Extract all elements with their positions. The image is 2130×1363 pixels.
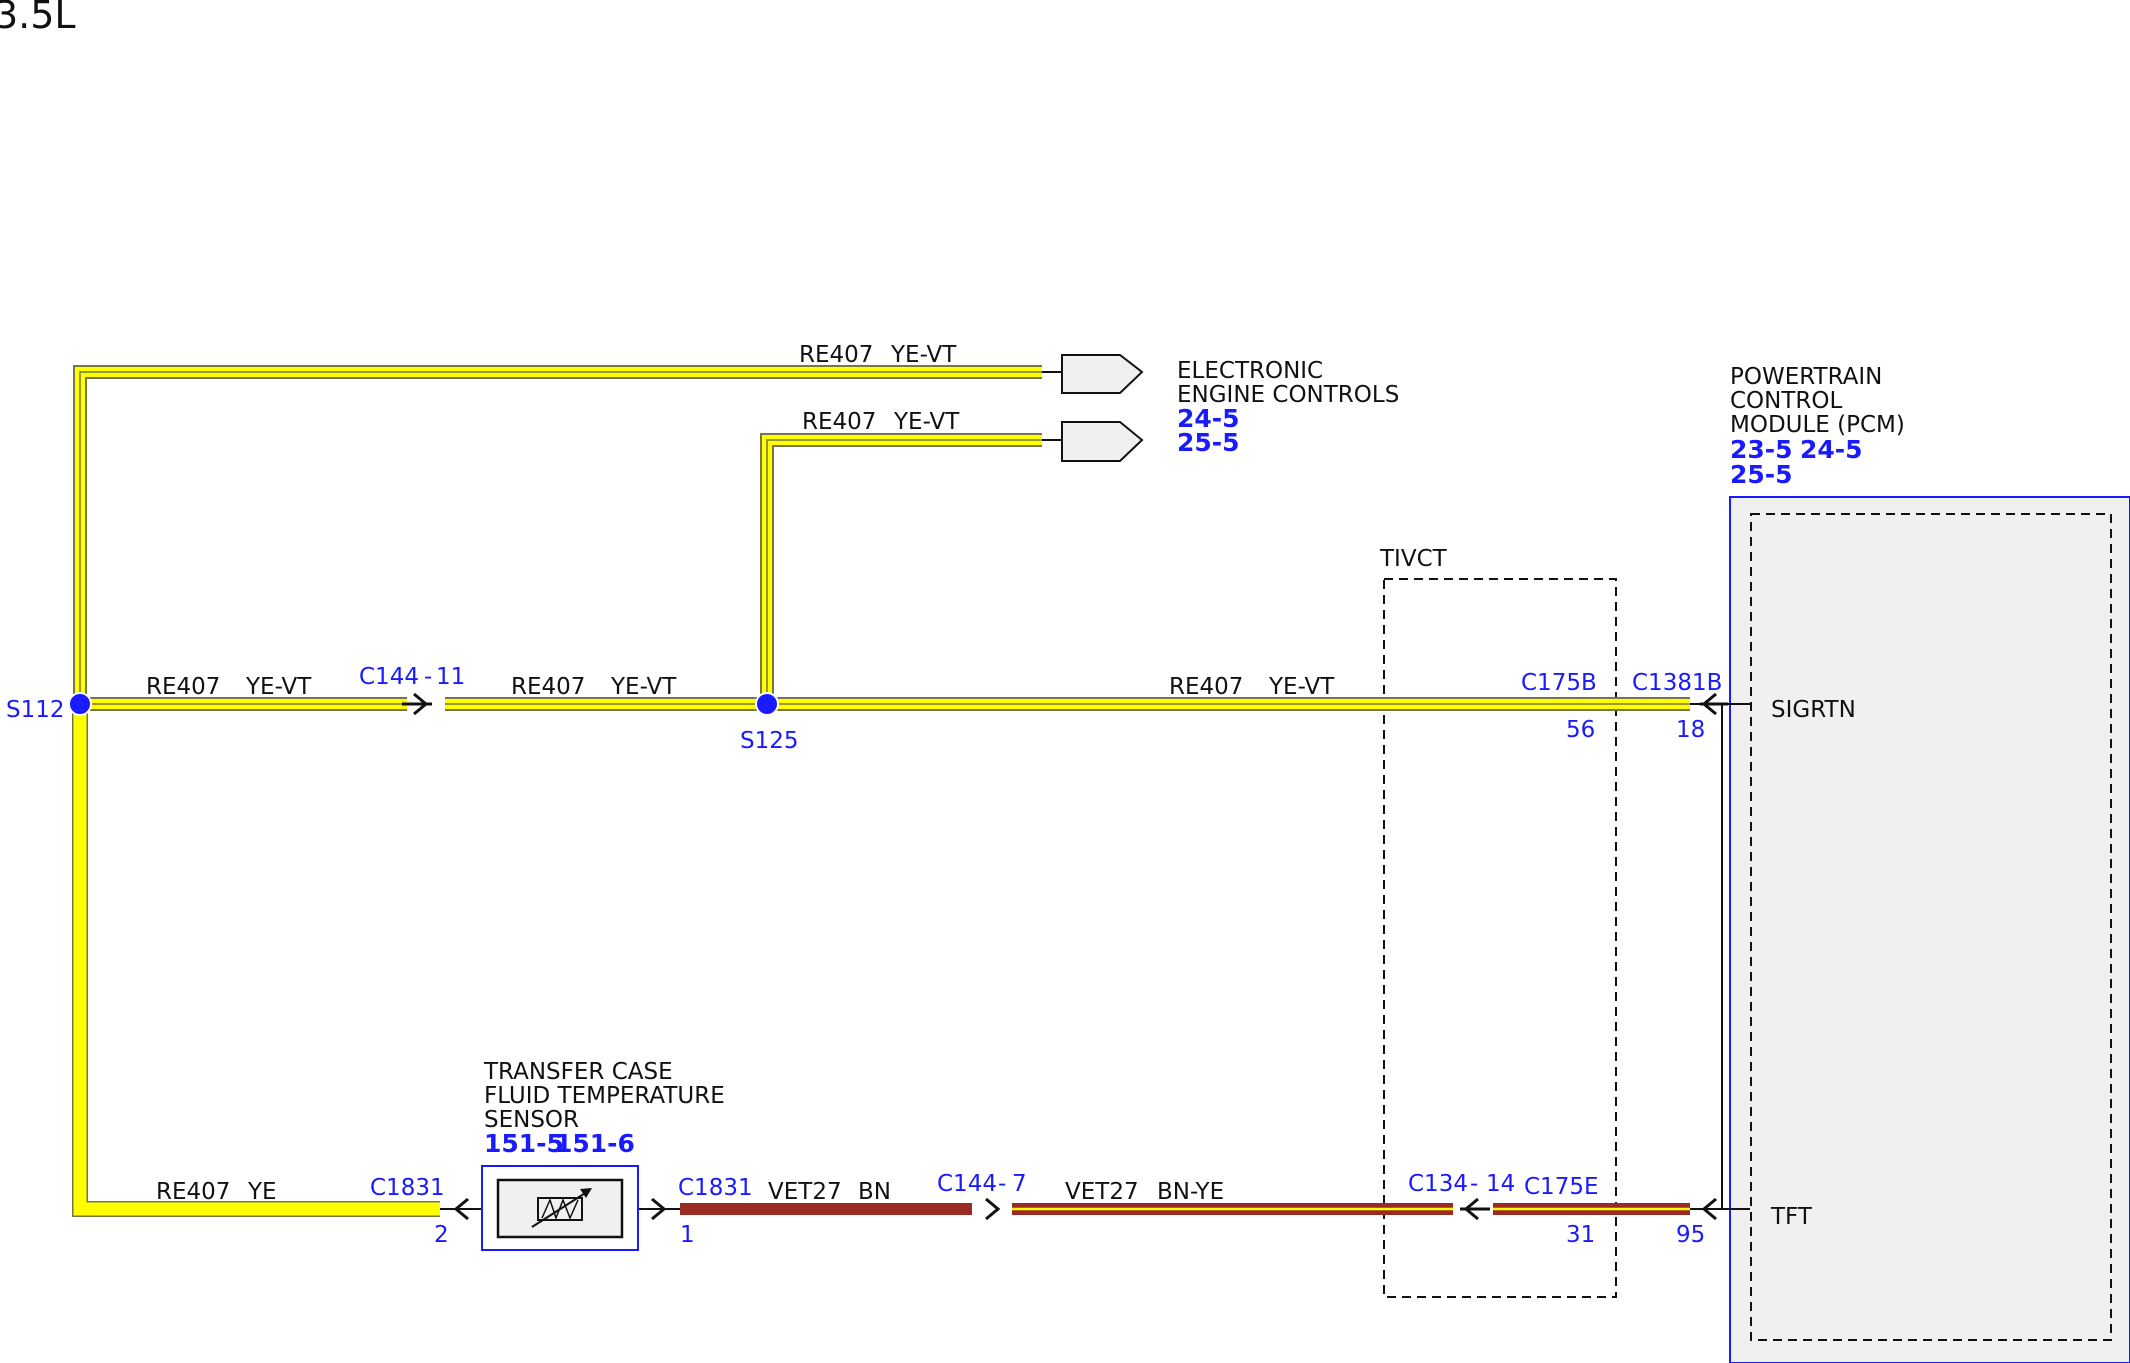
c144-bottom-name: C144	[937, 1171, 997, 1197]
pcm-module-outline	[1729, 496, 2130, 1363]
c1831-pin2-symbol[interactable]	[453, 1197, 469, 1221]
c175e-name: C175E	[1524, 1174, 1599, 1200]
c175b-name: C175B	[1521, 670, 1597, 696]
tivct-harness-box	[1383, 578, 1617, 1298]
c134-pin: 14	[1486, 1171, 1515, 1197]
c144-top-separator: -	[424, 664, 432, 690]
eec-label-line2: ENGINE CONTROLS	[1177, 382, 1399, 408]
splice-s125-label: S125	[740, 728, 799, 754]
wire-sensor-c144-circuit: VET27	[768, 1179, 842, 1205]
eec-ref-1[interactable]: 24-5	[1177, 404, 1240, 433]
c1831-left-name: C1831	[370, 1175, 445, 1201]
wire-vet27-sensor-c144[interactable]	[680, 1203, 972, 1215]
engine-variant-label: 3.5L	[0, 0, 76, 37]
thermistor-icon	[531, 1188, 592, 1228]
wire-bottom-color: YE	[247, 1179, 277, 1205]
wire-s125-pcm-color: YE-VT	[1268, 674, 1335, 700]
sensor-ref-2[interactable]: 151-6	[555, 1129, 635, 1158]
wire-sensor-c144-color: BN	[858, 1179, 891, 1205]
tivct-label: TIVCT	[1379, 546, 1448, 572]
wire-vet27-c134-pcm[interactable]	[1493, 1203, 1690, 1215]
transfer-case-fluid-temperature-sensor[interactable]	[481, 1165, 639, 1251]
c1381b-pin: 18	[1676, 717, 1705, 743]
eec-ref-2[interactable]: 25-5	[1177, 428, 1240, 457]
pcm-ref-3[interactable]: 25-5	[1730, 460, 1793, 489]
wire-re407-mid[interactable]	[760, 433, 1042, 704]
wire-re407-top[interactable]	[73, 365, 1042, 704]
splice-s125[interactable]	[755, 692, 779, 716]
c175b-pin: 56	[1566, 717, 1595, 743]
c134-pin14-symbol[interactable]	[1460, 1197, 1490, 1221]
sensor-label-line2: FLUID TEMPERATURE	[484, 1083, 725, 1109]
eec-connector-1[interactable]	[1061, 354, 1144, 394]
wire-s125-pcm-circuit: RE407	[1169, 674, 1243, 700]
splice-s112[interactable]	[68, 692, 92, 716]
wire-c144-c134-circuit: VET27	[1065, 1179, 1139, 1205]
pcm-title-line2: CONTROL	[1730, 388, 1843, 414]
c1381b-name: C1381B	[1632, 670, 1722, 696]
wire-c144-s125-color: YE-VT	[610, 674, 677, 700]
c1831-right-pin: 1	[680, 1222, 695, 1248]
c144-top-pin: 11	[436, 664, 465, 690]
sensor-label-line1: TRANSFER CASE	[483, 1059, 673, 1085]
wire-re407-bottom[interactable]	[72, 704, 440, 1217]
wire-vet27-c144-c134[interactable]	[1012, 1203, 1453, 1215]
splice-s112-label: S112	[6, 697, 65, 723]
wire-mid-circuit: RE407	[802, 409, 876, 435]
c144-top-name: C144	[359, 664, 419, 690]
pcm-pin-sigrtn: SIGRTN	[1771, 697, 1856, 723]
c175e-pin: 31	[1566, 1222, 1595, 1248]
c144-pin7-symbol[interactable]	[985, 1197, 1001, 1221]
wire-c144-c134-color: BN-YE	[1157, 1179, 1224, 1205]
pcm-tft-pin-number: 95	[1676, 1222, 1705, 1248]
c1831-left-pin: 2	[434, 1222, 449, 1248]
pcm-module-inner-boundary	[1750, 513, 2112, 1341]
wire-top-circuit: RE407	[799, 342, 873, 368]
wire-s112-c144-circuit: RE407	[146, 674, 220, 700]
c144-bottom-separator: -	[998, 1171, 1006, 1197]
c144-pin11-symbol[interactable]	[402, 692, 432, 716]
pcm-ref-1[interactable]: 23-5	[1730, 435, 1793, 464]
pcm-pin-tft: TFT	[1770, 1204, 1813, 1230]
c1831-pin1-symbol[interactable]	[651, 1197, 667, 1221]
pcm-ref-2[interactable]: 24-5	[1800, 435, 1863, 464]
wire-mid-color: YE-VT	[893, 409, 960, 435]
pcm-module[interactable]	[1729, 496, 2130, 1363]
c144-bottom-pin: 7	[1012, 1171, 1027, 1197]
pcm-title-line1: POWERTRAIN	[1730, 364, 1882, 390]
pcm-title-line3: MODULE (PCM)	[1730, 412, 1905, 438]
wire-top-color: YE-VT	[890, 342, 957, 368]
c1381b-pin18-symbol[interactable]	[1700, 692, 1728, 716]
eec-label-line1: ELECTRONIC	[1177, 358, 1323, 384]
sensor-ref-1[interactable]: 151-5	[484, 1129, 564, 1158]
c134-separator: -	[1470, 1171, 1478, 1197]
wire-s112-c144-color: YE-VT	[245, 674, 312, 700]
c134-name: C134	[1408, 1171, 1468, 1197]
wire-bottom-circuit: RE407	[156, 1179, 230, 1205]
c1831-right-name: C1831	[678, 1175, 753, 1201]
c175e-pin95-symbol[interactable]	[1701, 1197, 1717, 1221]
eec-connector-2[interactable]	[1061, 421, 1144, 462]
wire-c144-s125-circuit: RE407	[511, 674, 585, 700]
sensor-label-line3: SENSOR	[484, 1107, 579, 1133]
